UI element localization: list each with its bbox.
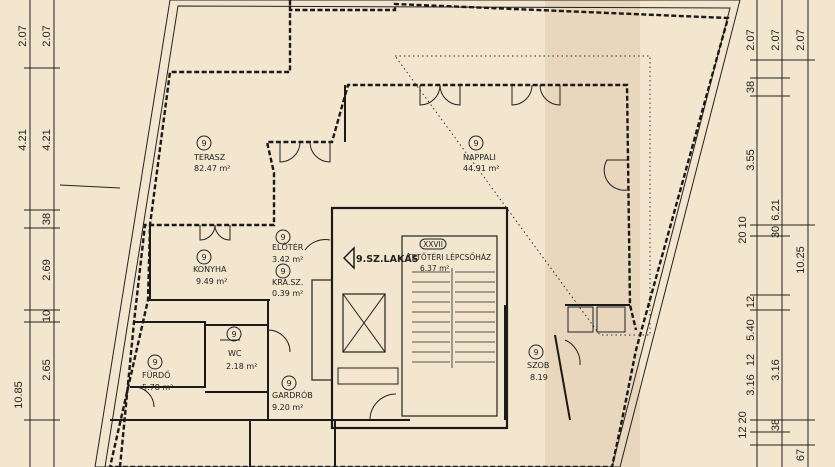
left-dimension-lines [24, 0, 121, 467]
eloter-number: 9 [280, 233, 285, 242]
konyha-name: KONYHA [193, 265, 227, 274]
stairwell [311, 206, 626, 430]
dim-right-outer-8: 67 [795, 449, 807, 461]
entrance-arrow-icon [343, 246, 355, 270]
paper-shade [545, 0, 640, 467]
wc-name: WC [228, 349, 242, 358]
dim-left-inner-2: 4.21 [41, 129, 53, 150]
szoba-name: SZOB [527, 361, 549, 370]
right-dimension-texts: 2.07 38 3.55 20 10 12 5.40 12 3.16 12 20… [737, 29, 807, 461]
parcel-outline-inner [104, 5, 731, 467]
dim-left-inner-4: 2.69 [41, 259, 53, 280]
eloter-area: 3.42 m² [272, 255, 303, 264]
dim-right-inner-7: 12 [745, 354, 757, 366]
dim-left-outer-total: 10.85 [13, 381, 25, 409]
terasz-number: 9 [201, 139, 206, 148]
stair-area: 6.37 m² [420, 264, 449, 273]
nappali-area: 44.91 m² [463, 164, 499, 173]
dim-right-inner-1: 2.07 [745, 29, 757, 50]
furdo-number: 9 [152, 358, 157, 367]
dim-right-outer-6: 3.16 [770, 359, 782, 380]
interior-walls [110, 85, 630, 467]
konyha-area: 9.49 m² [196, 277, 227, 286]
nappali-name: NAPPALI [463, 153, 496, 162]
eloter-name: ELŐTÉR [272, 241, 304, 252]
dim-right-inner-9: 12 20 [737, 411, 749, 439]
dim-left-outer-2: 4.21 [17, 129, 29, 150]
stair-treads [412, 268, 495, 368]
parcel-outline [94, 0, 741, 467]
dim-right-inner-2: 38 [745, 81, 757, 93]
dim-right-outer-4: 30 [770, 226, 782, 238]
dim-left-outer-1: 2.07 [17, 25, 29, 46]
dim-left-inner-6: 2.65 [41, 359, 53, 380]
furdo-area: 5.78 m² [142, 383, 173, 392]
gardrob-number: 9 [286, 379, 291, 388]
kraszekreny-area: 0.39 m² [272, 289, 303, 298]
dim-left-inner-5: 10 [41, 310, 53, 322]
dim-left-inner-1: 2.07 [41, 25, 53, 46]
terasz-name: TERASZ [193, 153, 226, 162]
dim-right-inner-3: 3.55 [745, 149, 757, 170]
door-swings [133, 84, 628, 421]
dim-right-inner-4: 20 10 [737, 216, 749, 244]
szoba-number: 9 [533, 348, 538, 357]
szoba-area: 8.19 [530, 373, 548, 382]
left-dimension-texts: 2.07 4.21 2.07 4.21 38 2.69 10 2.65 10.8… [13, 25, 53, 408]
apartment-wall-outer [118, 83, 638, 467]
dim-right-inner-5: 12 [745, 296, 757, 308]
konyha-number: 9 [201, 253, 206, 262]
stair-number: XXVII [423, 240, 443, 249]
dim-left-inner-3: 38 [41, 213, 53, 225]
dim-right-inner-8: 3.16 [745, 374, 757, 395]
terasz-area: 82.47 m² [194, 164, 230, 173]
stair-name: TETŐTÉRI LÉPCSŐHÁZ [406, 253, 491, 262]
dim-right-outer-3: 6.21 [770, 199, 782, 220]
kraszekreny-name: KRA.SZ. [272, 278, 303, 287]
right-dimension-lines [750, 0, 815, 467]
room-labels: 9 TERASZ 82.47 m² 9 NAPPALI 44.91 m² 9 E… [142, 139, 549, 412]
dim-right-outer-1: 2.07 [770, 29, 782, 50]
building-outline [108, 0, 730, 467]
kraszekreny-number: 9 [280, 267, 285, 276]
dim-right-outer-7: 38 [770, 419, 782, 431]
dim-right-inner-6: 5.40 [745, 319, 757, 340]
apartment-label: 9.SZ.LAKÁS [356, 253, 419, 265]
wc-area: 2.18 m² [226, 362, 257, 371]
dim-right-outer-5: 10.25 [795, 246, 807, 274]
wc-number: 9 [231, 330, 236, 339]
dim-right-outer-2: 2.07 [795, 29, 807, 50]
room-number-circles [147, 135, 544, 391]
furdo-name: FÜRDŐ [142, 370, 170, 380]
gardrob-area: 9.20 m² [272, 403, 303, 412]
gardrob-name: GARDRÓB [272, 389, 313, 400]
nappali-number: 9 [473, 139, 478, 148]
